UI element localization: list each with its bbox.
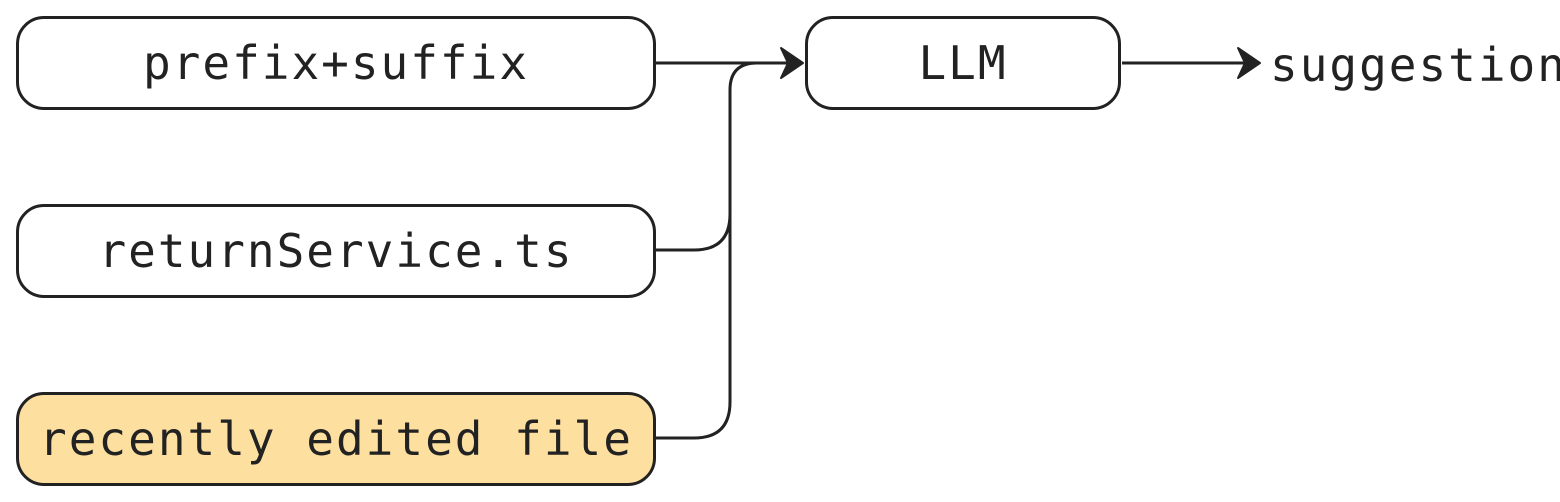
connector-recently-edited (656, 61, 798, 440)
llm-label: LLM (918, 36, 1008, 90)
connector-return-service (656, 213, 732, 252)
suggestion-label: suggestion (1270, 38, 1560, 92)
recently-edited-file-label: recently edited file (39, 412, 633, 466)
arrowhead-llm (780, 47, 804, 79)
arrowhead-suggestion (1237, 47, 1261, 79)
return-service-label: returnService.ts (98, 224, 574, 278)
llm-node: LLM (805, 16, 1121, 110)
prefix-suffix-node: prefix+suffix (16, 16, 656, 110)
prefix-suffix-label: prefix+suffix (142, 36, 530, 90)
return-service-node: returnService.ts (16, 204, 656, 298)
recently-edited-file-node: recently edited file (16, 392, 656, 486)
